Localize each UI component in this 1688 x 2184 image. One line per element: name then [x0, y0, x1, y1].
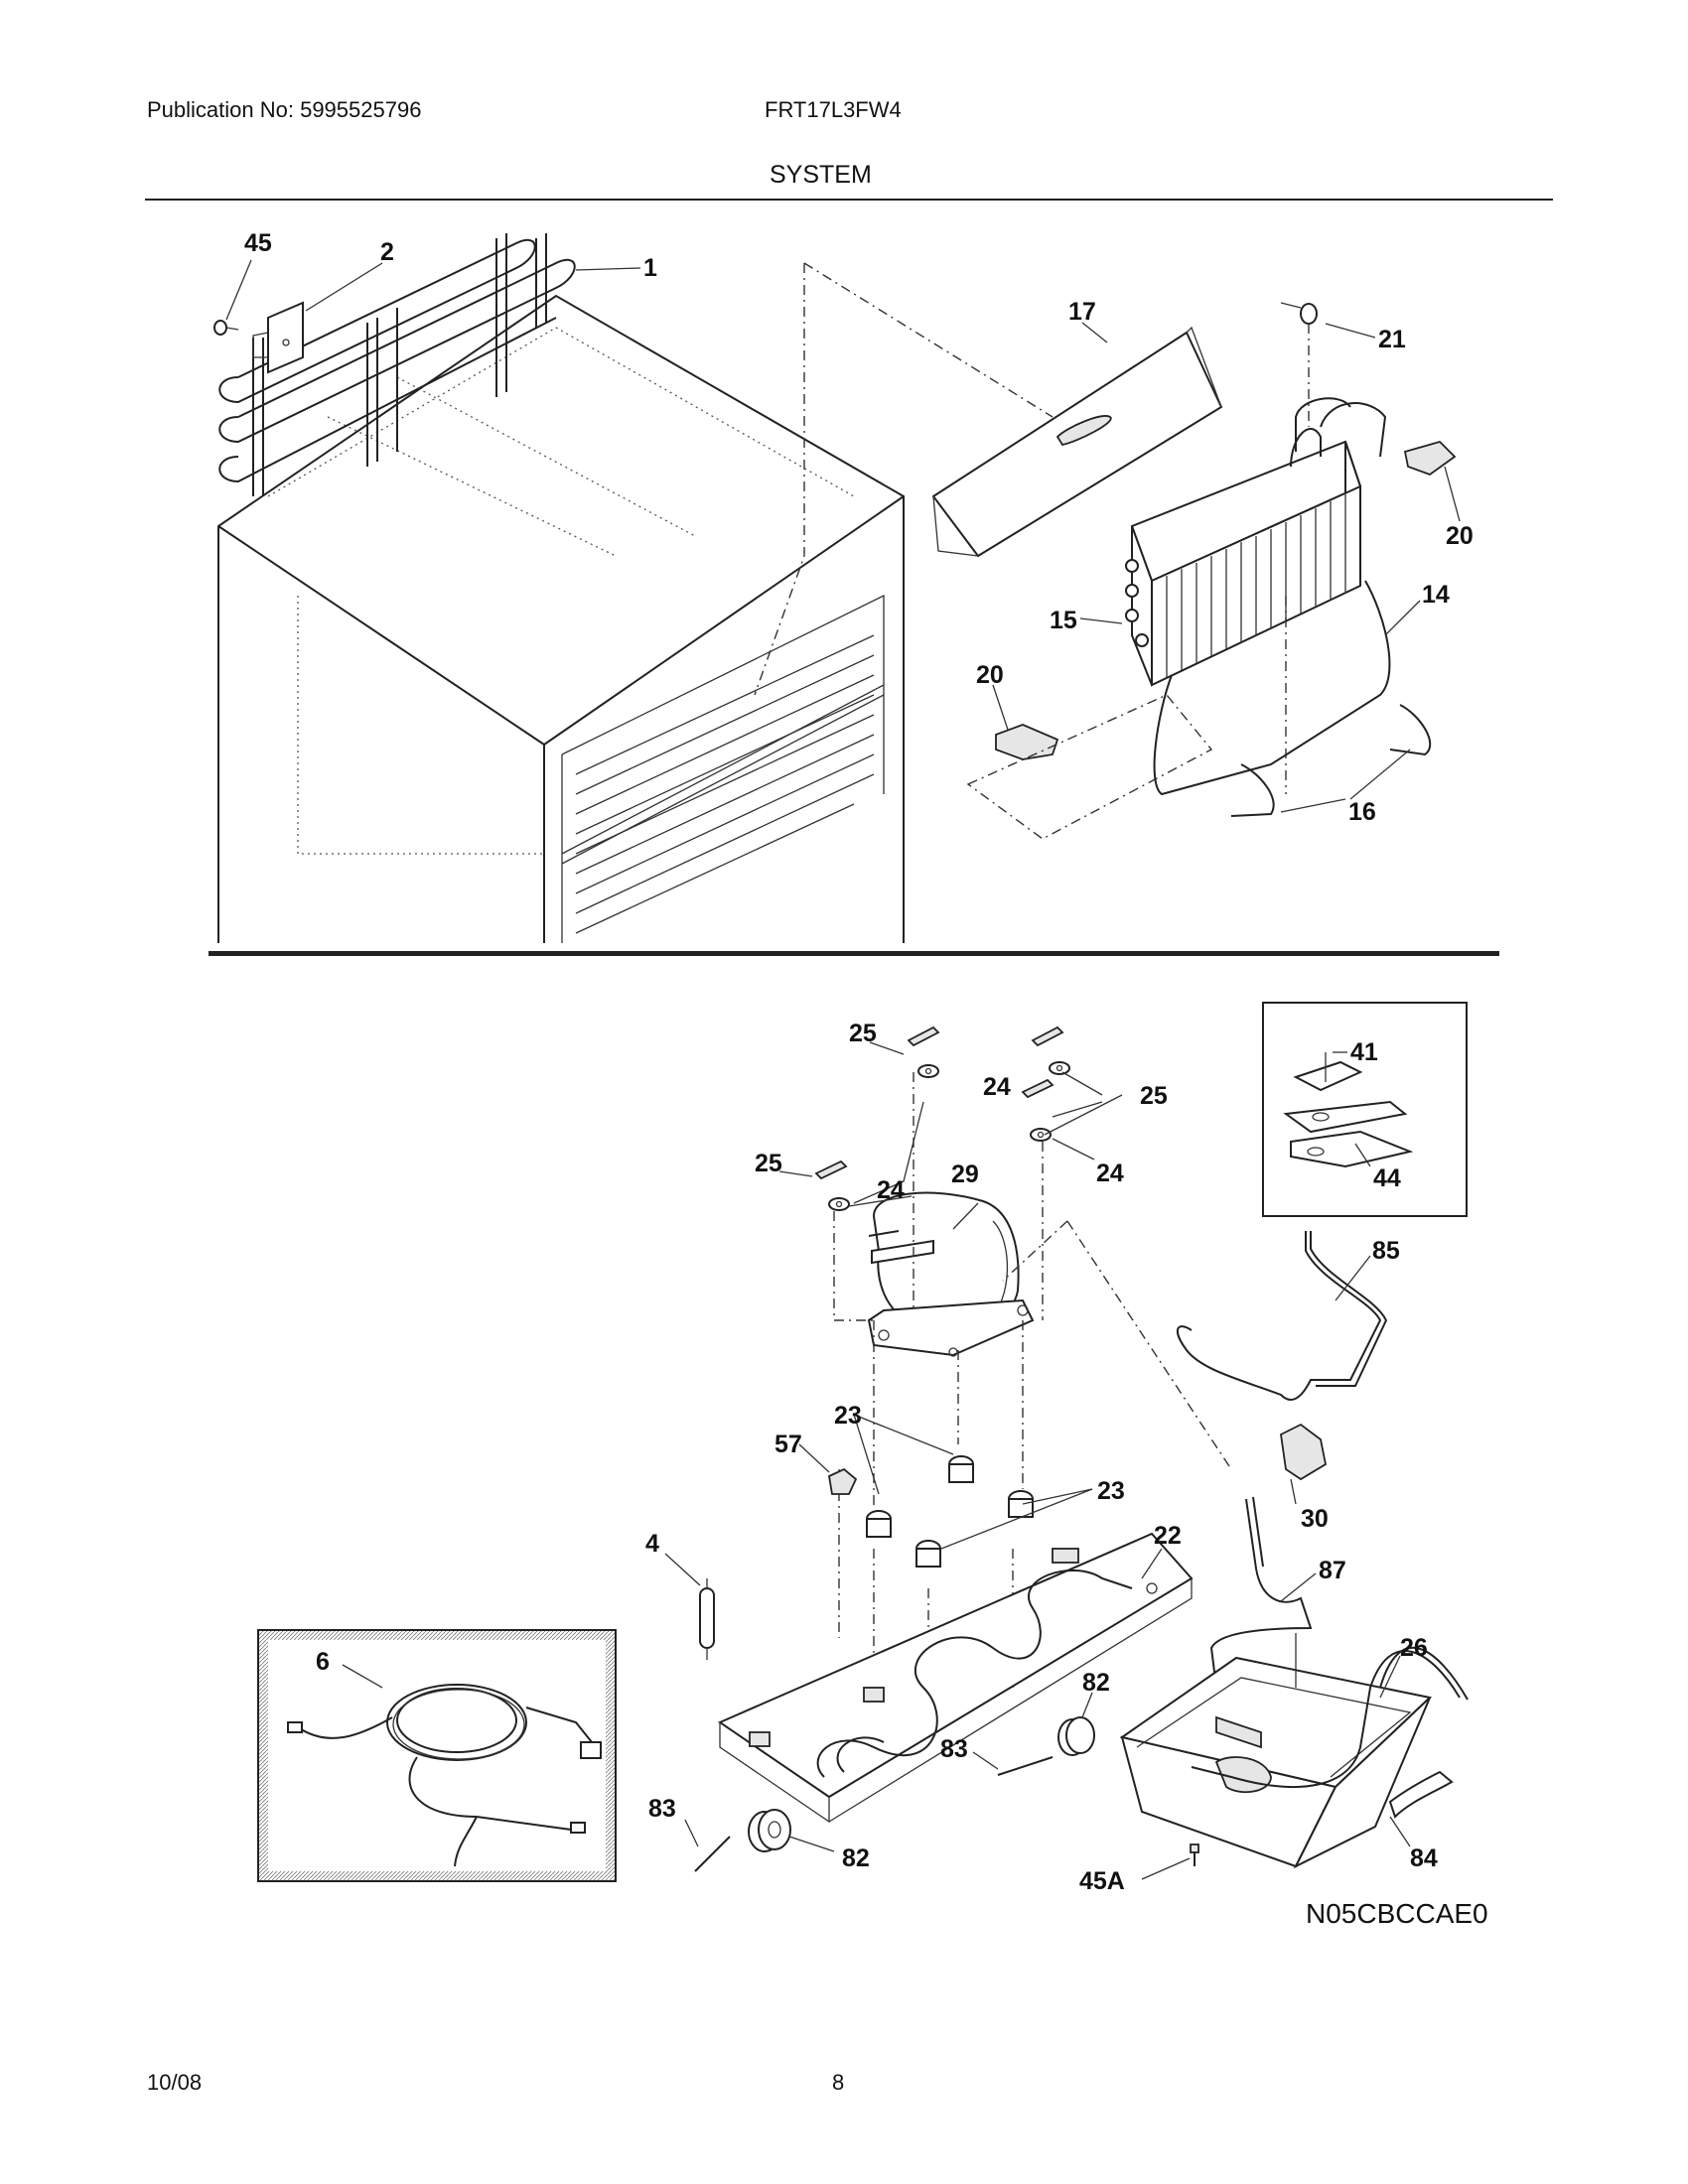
- bracket-inset: [1262, 1002, 1468, 1217]
- callout-2: 2: [380, 238, 394, 266]
- page-number: 8: [832, 2070, 845, 2095]
- screw-45a: [1190, 1843, 1199, 1866]
- callout-45a: 45A: [1079, 1867, 1125, 1895]
- callout-20-right: 20: [1446, 522, 1474, 550]
- heater-clips: [1230, 704, 1432, 817]
- callout-25-top-left: 25: [849, 1020, 877, 1047]
- evaporator: [1125, 397, 1387, 687]
- callout-23-right: 23: [1097, 1477, 1125, 1505]
- callout-83-right: 83: [940, 1735, 968, 1763]
- tube-85: [1177, 1231, 1388, 1401]
- callout-87: 87: [1319, 1557, 1346, 1584]
- relay-overload: [1280, 1423, 1328, 1481]
- footer-date: 10/08: [147, 2070, 203, 2095]
- callout-25-left: 25: [755, 1150, 782, 1177]
- section-title: SYSTEM: [770, 161, 872, 189]
- section-divider: [209, 951, 1499, 956]
- publication-number: Publication No: 5995525796: [147, 97, 422, 122]
- callout-84: 84: [1410, 1844, 1438, 1872]
- callout-85: 85: [1372, 1237, 1400, 1265]
- coil-bracket: [252, 301, 304, 374]
- callout-23-top: 23: [834, 1402, 862, 1430]
- drain-pan: [1119, 1633, 1433, 1869]
- callout-1: 1: [643, 254, 657, 282]
- clip-20-left: [995, 724, 1059, 760]
- clip-57: [827, 1467, 858, 1495]
- callout-21: 21: [1378, 326, 1406, 353]
- callout-22: 22: [1154, 1522, 1182, 1550]
- refrigerator-cabinet: [217, 294, 905, 943]
- callout-29: 29: [951, 1160, 979, 1188]
- callout-45: 45: [244, 229, 272, 257]
- grommets: [866, 1455, 1034, 1568]
- rollers-and-screws: [694, 1716, 1095, 1872]
- callout-6: 6: [316, 1648, 330, 1676]
- washers-and-clips: [814, 1025, 1070, 1211]
- callout-57: 57: [774, 1431, 802, 1458]
- callout-24-left: 24: [877, 1176, 905, 1204]
- tube-21: [1280, 302, 1318, 427]
- callout-4: 4: [645, 1530, 659, 1558]
- screw-45: [213, 320, 239, 336]
- callout-24-right: 24: [1096, 1160, 1124, 1187]
- callout-82-right: 82: [1082, 1669, 1110, 1697]
- callout-25-right: 25: [1140, 1082, 1168, 1110]
- callout-83-left: 83: [648, 1795, 676, 1823]
- callout-30: 30: [1301, 1505, 1329, 1533]
- callout-82-left: 82: [842, 1844, 870, 1872]
- condenser-coil: [218, 233, 576, 496]
- callout-20-left: 20: [976, 661, 1004, 689]
- callout-16: 16: [1348, 798, 1376, 826]
- callout-41: 41: [1350, 1038, 1378, 1066]
- callout-26: 26: [1400, 1634, 1428, 1662]
- header-rule: [145, 199, 1553, 201]
- callout-labels: 45 2 1 17 21 20 14 15 20 16 25 24 25 25 …: [244, 229, 1474, 1895]
- filter-drier: [699, 1578, 715, 1660]
- leader-lines: [225, 259, 1461, 1880]
- callout-14: 14: [1422, 581, 1450, 609]
- clip-20-right: [1403, 440, 1457, 477]
- defrost-heater: [1153, 580, 1391, 796]
- callout-44: 44: [1373, 1164, 1401, 1192]
- diagram-code: N05CBCCAE0: [1306, 1898, 1488, 1929]
- callout-24-center: 24: [983, 1073, 1011, 1101]
- compressor-base-plate: [717, 1532, 1194, 1824]
- tube-84: [1191, 1646, 1469, 1819]
- callout-17: 17: [1068, 298, 1096, 326]
- model-number: FRT17L3FW4: [765, 97, 902, 122]
- compressor: [867, 1191, 1035, 1357]
- evaporator-cover: [931, 326, 1223, 558]
- power-cord-inset: [257, 1629, 617, 1882]
- callout-15: 15: [1050, 607, 1077, 634]
